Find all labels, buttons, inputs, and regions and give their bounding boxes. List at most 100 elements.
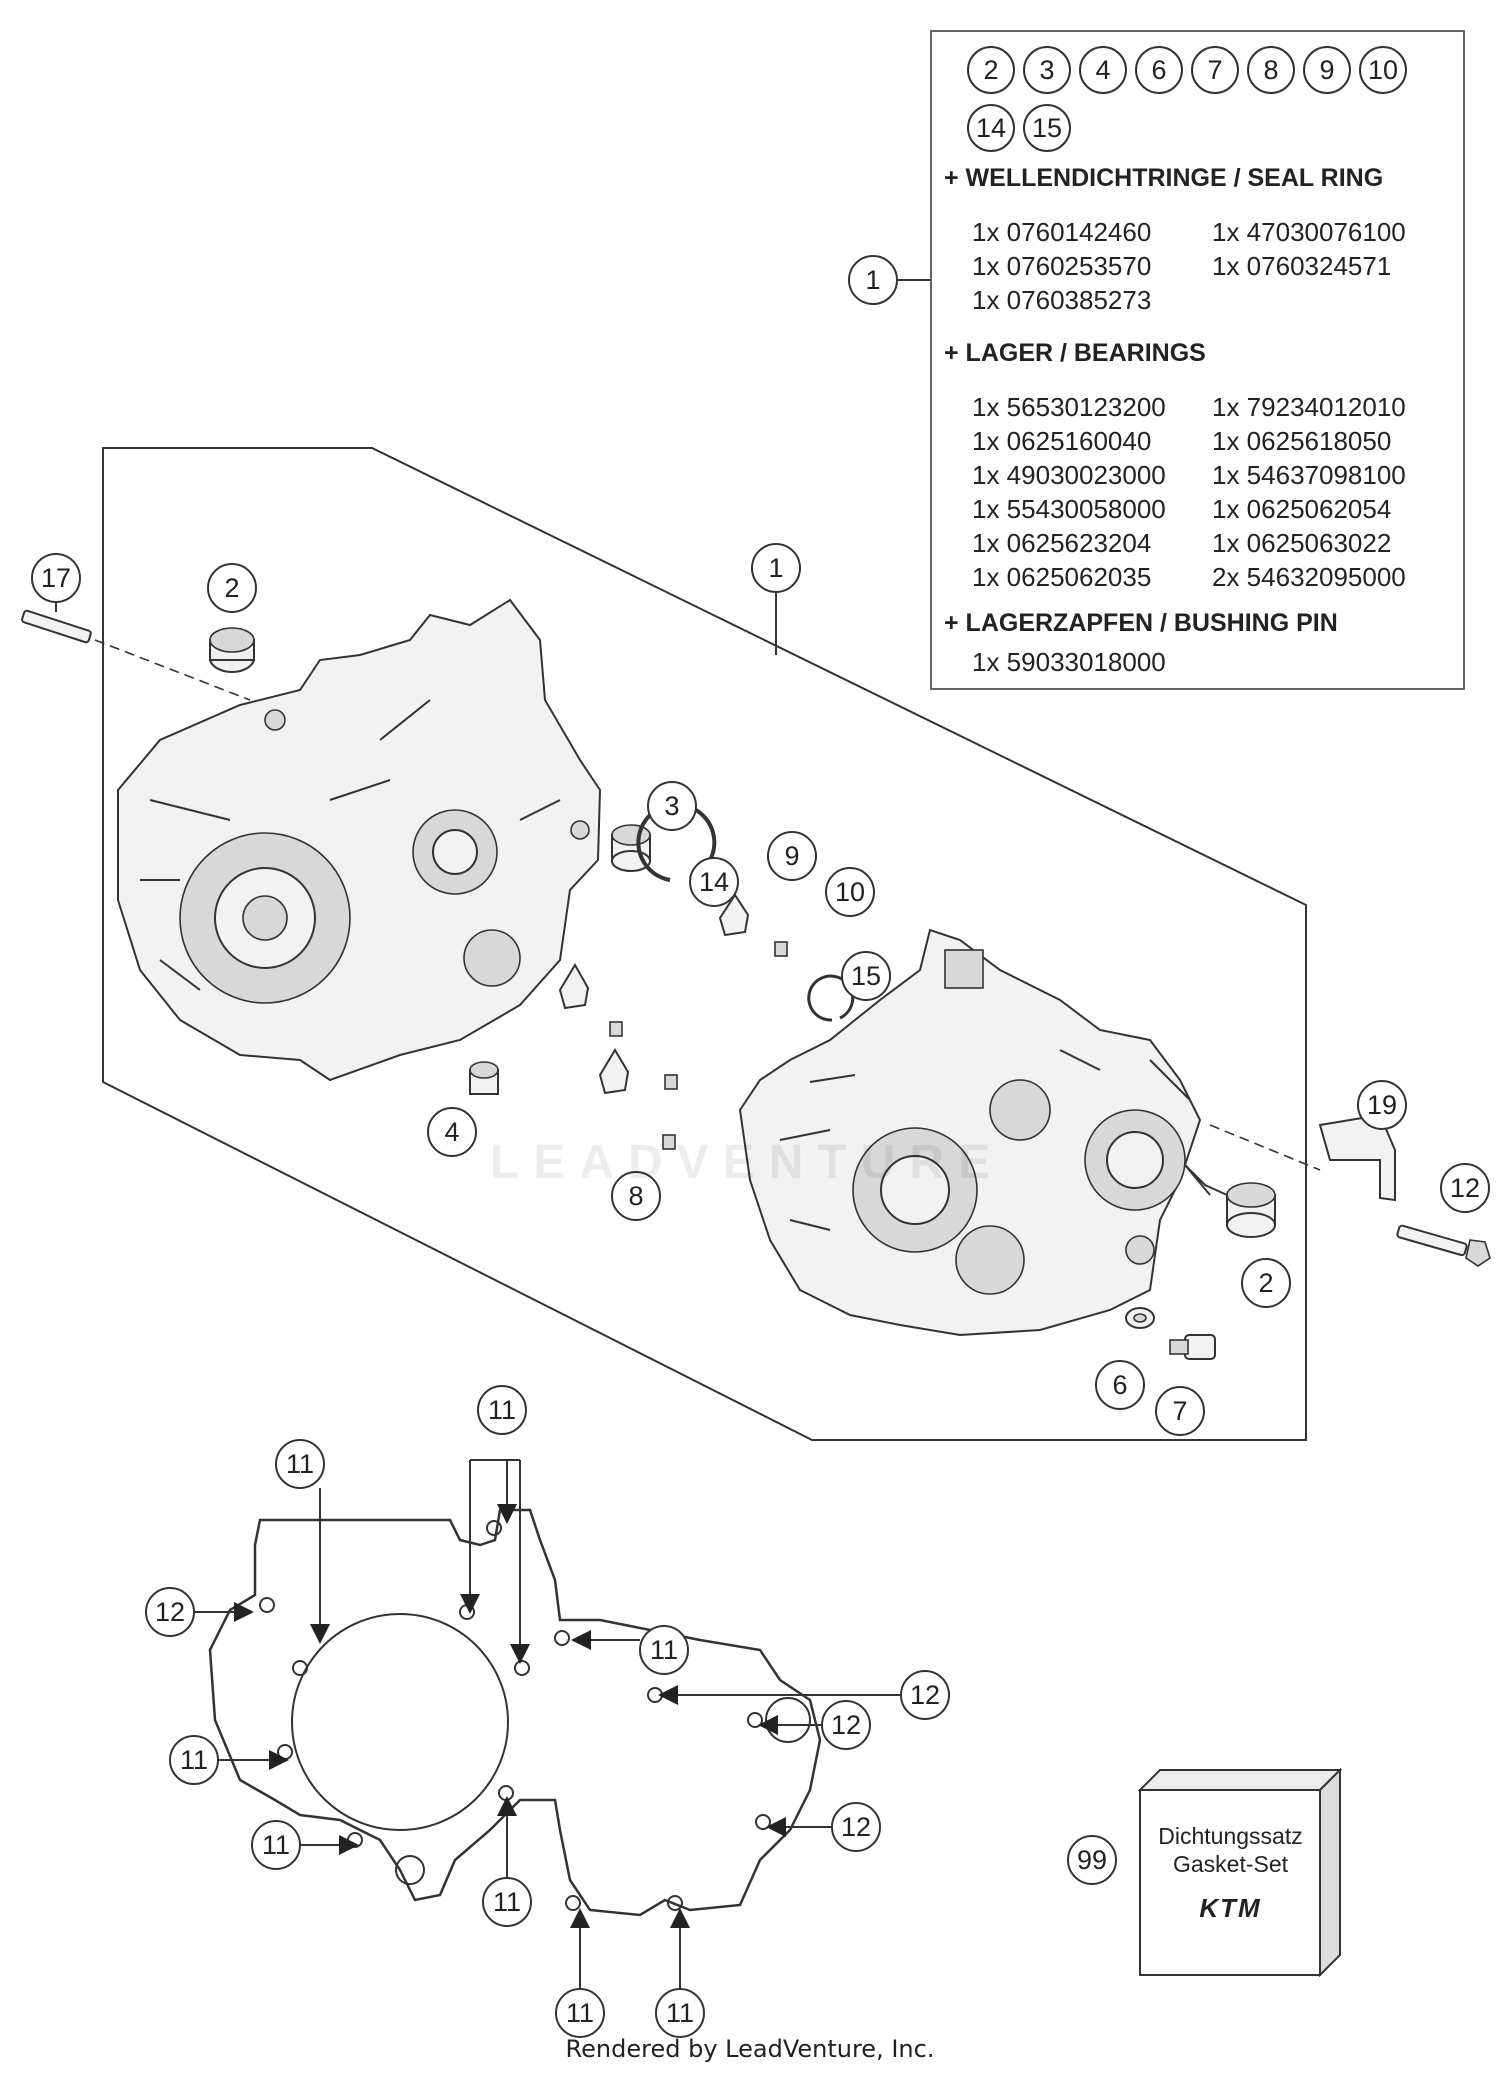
info-callout-15[interactable]: 15 — [1023, 104, 1071, 152]
assembly-frame — [102, 447, 1307, 1441]
watermark: LEADVENTURE — [490, 1136, 1005, 1189]
info-callout-7[interactable]: 7 — [1191, 46, 1239, 94]
callout-12-a[interactable]: 12 — [145, 1587, 195, 1637]
part-number: 1x 0625062054 — [1212, 494, 1392, 524]
callout-12-d[interactable]: 12 — [831, 1802, 881, 1852]
svg-text:11: 11 — [493, 1887, 521, 1917]
svg-text:99: 99 — [1077, 1845, 1107, 1875]
callout-19[interactable]: 19 — [1357, 1080, 1407, 1130]
callout-1-main[interactable]: 1 — [751, 543, 801, 593]
svg-text:11: 11 — [666, 1998, 694, 2028]
callout-3[interactable]: 3 — [647, 781, 697, 831]
part-number: 1x 54637098100 — [1212, 460, 1406, 490]
callout-8[interactable]: 8 — [611, 1171, 661, 1221]
svg-text:9: 9 — [784, 841, 799, 871]
part-number: 1x 0760324571 — [1212, 251, 1392, 281]
info-callout-3[interactable]: 3 — [1023, 46, 1071, 94]
callout-11-a[interactable]: 11 — [275, 1439, 325, 1489]
svg-text:11: 11 — [286, 1449, 314, 1479]
svg-text:8: 8 — [628, 1181, 643, 1211]
svg-text:3: 3 — [664, 791, 679, 821]
part-number: 1x 0625618050 — [1212, 426, 1392, 456]
callout-14[interactable]: 14 — [689, 857, 739, 907]
gasket-set-line2: Gasket-Set — [1172, 1851, 1289, 1877]
svg-text:7: 7 — [1172, 1396, 1187, 1426]
callout-11-e[interactable]: 11 — [251, 1820, 301, 1870]
svg-text:1: 1 — [768, 553, 783, 583]
callout-2-left[interactable]: 2 — [207, 563, 257, 613]
svg-text:2: 2 — [1258, 1268, 1273, 1298]
callout-12-b[interactable]: 12 — [900, 1670, 950, 1720]
svg-text:11: 11 — [488, 1395, 516, 1425]
callout-11-b[interactable]: 11 — [477, 1385, 527, 1435]
info-callout-2[interactable]: 2 — [967, 46, 1015, 94]
svg-text:1: 1 — [865, 265, 880, 295]
info-callout-9[interactable]: 9 — [1303, 46, 1351, 94]
callout-6[interactable]: 6 — [1095, 1360, 1145, 1410]
callout-12-c[interactable]: 12 — [821, 1700, 871, 1750]
callout-17[interactable]: 17 — [31, 553, 81, 603]
plug-7 — [1169, 1334, 1216, 1360]
seal-ring-heading: + WELLENDICHTRINGE / SEAL RING — [944, 164, 1384, 192]
gasket-set-label: Dichtungssatz Gasket-Set KTM — [1138, 1822, 1323, 1922]
screw-a — [609, 1021, 623, 1037]
info-callout-4[interactable]: 4 — [1079, 46, 1127, 94]
callout-2-right[interactable]: 2 — [1241, 1258, 1291, 1308]
callout-9[interactable]: 9 — [767, 831, 817, 881]
svg-text:11: 11 — [180, 1745, 208, 1775]
bushing-2-left — [209, 627, 255, 673]
part-number: 1x 59033018000 — [972, 647, 1166, 677]
gasket-set-box — [1137, 1767, 1343, 1978]
bushing-3 — [611, 824, 651, 872]
part-number: 1x 0760253570 — [972, 251, 1152, 281]
callout-99[interactable]: 99 — [1067, 1835, 1117, 1885]
svg-text:15: 15 — [851, 961, 881, 991]
callout-15[interactable]: 15 — [841, 951, 891, 1001]
gasket-set-line1: Dichtungssatz — [1158, 1823, 1303, 1849]
leader-lines — [55, 279, 1211, 1990]
callout-11-f[interactable]: 11 — [482, 1877, 532, 1927]
info-callout-6[interactable]: 6 — [1135, 46, 1183, 94]
svg-text:12: 12 — [1450, 1173, 1480, 1203]
part-number: 1x 0760142460 — [972, 217, 1152, 247]
footer-credit: Rendered by LeadVenture, Inc. — [565, 2035, 935, 2063]
circlip-15 — [807, 974, 855, 1022]
svg-text:12: 12 — [841, 1812, 871, 1842]
bearings-heading: + LAGER / BEARINGS — [944, 339, 1206, 367]
svg-text:6: 6 — [1112, 1370, 1127, 1400]
washer-6 — [1125, 1307, 1155, 1329]
info-callout-14[interactable]: 14 — [967, 104, 1015, 152]
bracket-lower — [598, 1048, 630, 1095]
part-number: 1x 0625063022 — [1212, 528, 1392, 558]
svg-text:11: 11 — [650, 1635, 678, 1665]
part-number: 1x 49030023000 — [972, 460, 1166, 490]
callout-12-bolt[interactable]: 12 — [1440, 1163, 1490, 1213]
info-callout-10[interactable]: 10 — [1359, 46, 1407, 94]
callout-11-g[interactable]: 11 — [555, 1988, 605, 2038]
bolt-17 — [21, 609, 251, 701]
callout-7[interactable]: 7 — [1155, 1386, 1205, 1436]
bracket-9 — [718, 893, 750, 937]
callout-11-c[interactable]: 11 — [639, 1625, 689, 1675]
svg-text:12: 12 — [910, 1680, 940, 1710]
bushing-parts: 1x 59033018000 — [972, 647, 1452, 677]
callout-10[interactable]: 10 — [825, 867, 875, 917]
callout-11-h[interactable]: 11 — [655, 1988, 705, 2038]
svg-text:19: 19 — [1367, 1090, 1397, 1120]
svg-text:11: 11 — [262, 1830, 290, 1860]
callout-4[interactable]: 4 — [427, 1107, 477, 1157]
svg-text:2: 2 — [224, 573, 239, 603]
info-callout-8[interactable]: 8 — [1247, 46, 1295, 94]
callout-11-d[interactable]: 11 — [169, 1735, 219, 1785]
screw-8 — [662, 1134, 676, 1150]
dowel-4 — [469, 1061, 499, 1095]
svg-text:12: 12 — [155, 1597, 185, 1627]
bushing-heading: + LAGERZAPFEN / BUSHING PIN — [944, 609, 1338, 637]
svg-text:12: 12 — [831, 1710, 861, 1740]
callout-1-box[interactable]: 1 — [848, 255, 898, 305]
